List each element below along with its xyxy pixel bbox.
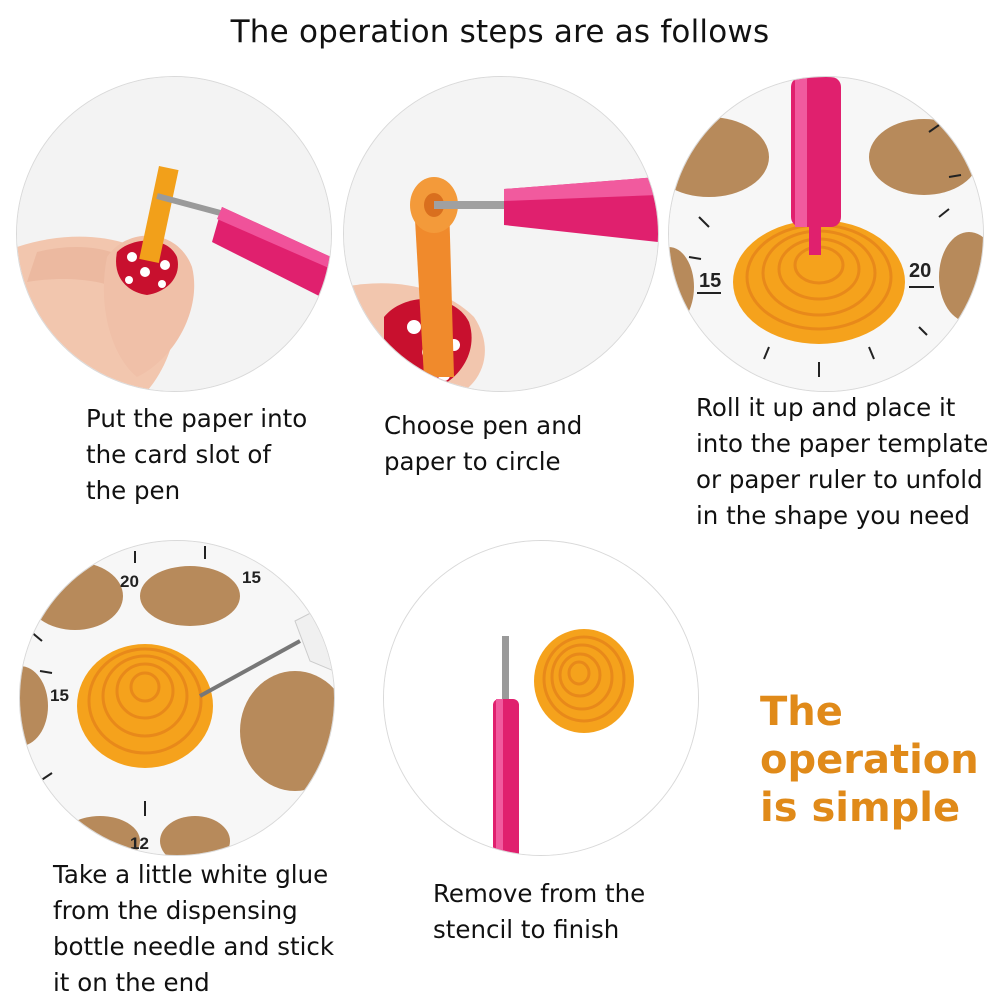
ruler-label-15-left: 15 <box>50 686 69 705</box>
ruler-label-15: 15 <box>242 568 261 587</box>
glue-needle-coil-icon: 20 15 15 12 <box>20 541 334 855</box>
step-2-caption: Choose pen and paper to circle <box>384 411 583 476</box>
step-3-caption: Roll it up and place it into the paper t… <box>696 393 989 530</box>
step-5-photo <box>383 540 699 856</box>
finished-coil-icon <box>384 541 698 855</box>
ruler-label-20: 20 <box>120 572 139 591</box>
step-2-photo <box>343 76 659 392</box>
step-1-caption: Put the paper into the card slot of the … <box>86 404 308 505</box>
step-4-photo: 20 15 15 12 <box>19 540 335 856</box>
ruler-label-15: 15 <box>699 270 721 292</box>
step-4-caption: Take a little white glue from the dispen… <box>53 860 335 997</box>
coil-in-template-icon: 15 20 <box>669 77 983 391</box>
step-5-caption: Remove from the stencil to finish <box>433 879 646 944</box>
page-title: The operation steps are as follows <box>230 14 770 50</box>
ruler-label-12: 12 <box>130 834 149 853</box>
slogan: The operation is simple <box>760 689 979 831</box>
pen-rolling-paper-icon <box>344 77 658 391</box>
pen-paper-slot-icon <box>17 77 331 391</box>
ruler-label-20: 20 <box>909 260 931 282</box>
step-1-photo <box>16 76 332 392</box>
step-3-photo: 15 20 <box>668 76 984 392</box>
